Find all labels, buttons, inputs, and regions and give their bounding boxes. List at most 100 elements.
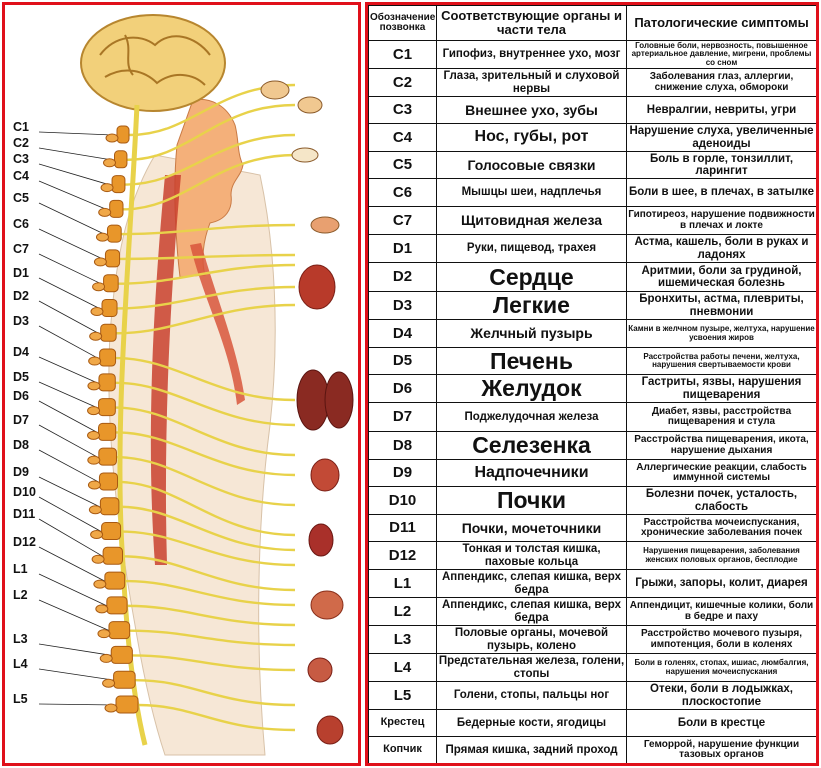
nerve-lines (115, 83, 296, 746)
vertebra (106, 596, 128, 615)
vertebra-label: C4 (13, 169, 29, 183)
nerve-line (119, 253, 296, 261)
header-symptoms: Патологические симптомы (626, 5, 816, 41)
spinous-process (88, 505, 102, 515)
vertebra-label: D7 (13, 413, 29, 427)
vertebra (110, 645, 133, 664)
label-pointer-line (38, 253, 102, 285)
vertebra-cell: D7 (368, 402, 437, 432)
vertebra-cell: D9 (368, 459, 437, 487)
label-pointer-line (38, 202, 105, 235)
organs (260, 80, 354, 745)
vertebra (99, 348, 117, 367)
spinous-process (89, 331, 103, 341)
organ-cell: Желчный пузырь (436, 319, 627, 348)
label-pointer-line (38, 400, 98, 433)
intestine (310, 590, 344, 620)
vertebra-cell: D10 (368, 486, 437, 515)
organ-cell: Сердце (436, 262, 627, 292)
label-pointer-line (38, 668, 115, 681)
vertebra-label: D8 (13, 438, 29, 452)
vertebra-cell: L3 (368, 625, 437, 654)
vertebra-label: C2 (13, 136, 29, 150)
spine-illustration (38, 14, 354, 756)
spinous-process (87, 430, 101, 440)
vertebra-label: D6 (13, 389, 29, 403)
symptom-table-panel: Обозначение позвонка Соответствующие орг… (365, 2, 819, 766)
nerve-line (118, 505, 296, 552)
vertebra-label: D5 (13, 370, 29, 384)
vertebra (103, 274, 119, 293)
label-pointer-line (38, 131, 114, 136)
vertebra (101, 298, 118, 317)
vertebra-label: L4 (13, 657, 28, 671)
symptom-cell: Аппендицит, кишечные колики, боли в бедр… (626, 597, 816, 626)
organ-cell: Аппендикс, слепая кишка, верх бедра (436, 569, 627, 598)
vertebra-label: L2 (13, 588, 28, 602)
spinous-process (104, 703, 118, 713)
vertebra-cell: L5 (368, 681, 437, 710)
symptom-cell: Отеки, боли в лодыжках, плоскостопие (626, 681, 816, 710)
lung-left (296, 369, 330, 431)
label-pointer-line (38, 300, 99, 334)
spinous-process (97, 629, 111, 639)
vertebra-cell: C1 (368, 40, 437, 69)
label-pointer-line (38, 496, 102, 532)
spinous-process (93, 257, 107, 267)
vertebra-label: L5 (13, 692, 28, 706)
spinous-process (90, 530, 104, 540)
symptom-cell: Астма, кашель, боли в руках и ладонях (626, 234, 816, 263)
symptom-cell: Гастриты, язвы, нарушения пищеварения (626, 374, 816, 403)
organ-cell: Легкие (436, 291, 627, 320)
symptom-cell: Боли в шее, в плечах, в затылке (626, 178, 816, 207)
vertebra (101, 522, 122, 541)
vertebra-label: D3 (13, 314, 29, 328)
vertebra (115, 695, 139, 714)
vertebra-cell: C7 (368, 206, 437, 235)
spinous-process (87, 406, 101, 416)
organ-cell: Предстательная железа, голени, стопы (436, 653, 627, 682)
eye (260, 80, 290, 100)
nerve-line (127, 604, 296, 627)
ear (297, 96, 323, 114)
header-organs: Соответствующие органы и части тела (436, 5, 627, 41)
label-pointer-line (38, 228, 103, 260)
label-pointer-line (38, 325, 98, 359)
symptom-cell: Боли в голенях, стопах, ишиас, люмбалгия… (626, 653, 816, 682)
vertebra (104, 249, 121, 268)
spinous-process (87, 381, 101, 391)
vertebra-cell: Крестец (368, 709, 437, 737)
spinous-process (91, 554, 105, 564)
vertebra-label: L1 (13, 562, 28, 576)
nerve-line (135, 679, 296, 707)
label-pointer-line (38, 546, 105, 582)
spinous-process (100, 183, 114, 193)
vertebra-cell: L2 (368, 597, 437, 626)
vertebra-symptom-table: Обозначение позвонка Соответствующие орг… (368, 5, 816, 763)
symptom-cell: Боли в крестце (626, 709, 816, 737)
symptom-cell: Аритмии, боли за грудиной, ишемическая б… (626, 262, 816, 292)
nerve-line (116, 455, 296, 507)
organ-cell: Глаза, зрительный и слуховой нервы (436, 68, 627, 97)
header-vertebra: Обозначение позвонка (368, 5, 437, 41)
vertebra-cell: C2 (368, 68, 437, 97)
vertebra (98, 447, 117, 466)
vertebra-cell: Копчик (368, 736, 437, 763)
vertebra (98, 422, 117, 441)
vertebra (98, 373, 116, 392)
symptom-cell: Нарушение слуха, увеличенные аденоиды (626, 123, 816, 152)
organ-cell: Бедерные кости, ягодицы (436, 709, 627, 737)
organ-cell: Внешнее ухо, зубы (436, 96, 627, 124)
vertebra-cell: D12 (368, 541, 437, 570)
nerve-line (115, 431, 296, 477)
